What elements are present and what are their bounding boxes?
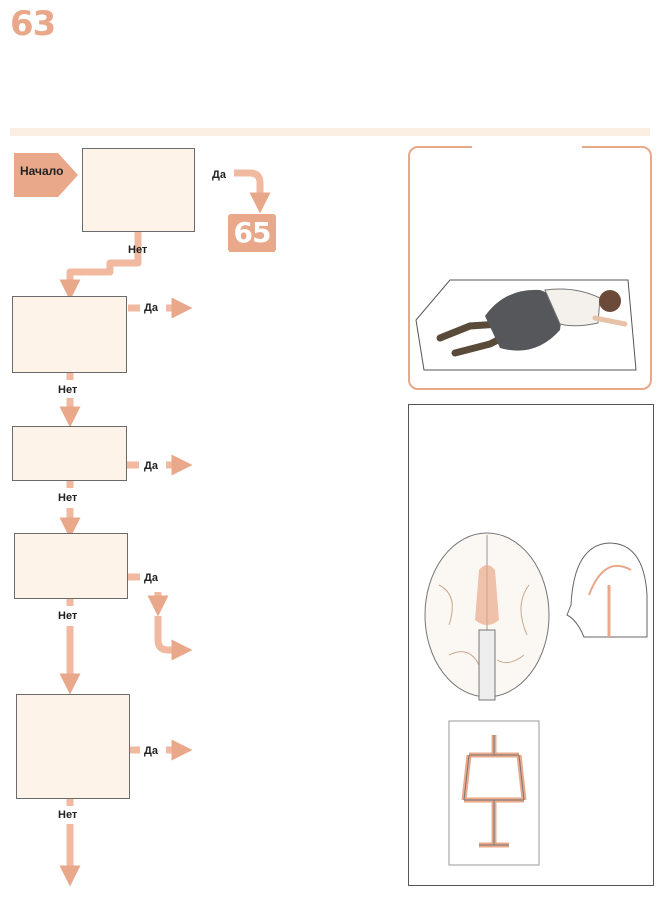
arrow-yes-1 xyxy=(234,169,271,214)
no-label-1: Нет xyxy=(128,244,148,256)
yes-label-1: Да xyxy=(212,169,226,181)
yes-label-2: Да xyxy=(144,302,158,314)
decision-box-5 xyxy=(16,694,130,799)
goto-page-badge: 65 xyxy=(228,214,276,252)
no-label-4: Нет xyxy=(58,610,78,622)
page-number: 63 xyxy=(10,4,56,44)
no-label-5: Нет xyxy=(58,809,78,821)
decision-box-2 xyxy=(12,296,127,373)
decision-box-4 xyxy=(14,533,128,599)
illustration-panel-brain xyxy=(408,404,654,886)
yes-label-3: Да xyxy=(144,460,158,472)
recovery-position-illustration xyxy=(415,279,637,371)
start-badge: Начало xyxy=(14,150,80,205)
yes-label-4: Да xyxy=(144,572,158,584)
no-label-3: Нет xyxy=(58,492,78,504)
decision-box-3 xyxy=(12,426,127,481)
no-label-2: Нет xyxy=(58,384,78,396)
yes-label-5: Да xyxy=(144,745,158,757)
start-label: Начало xyxy=(20,164,64,178)
decision-box-1 xyxy=(82,148,195,232)
start-arrow-shape xyxy=(14,153,78,197)
arrow-no-1 xyxy=(59,230,142,301)
header-rule xyxy=(10,128,650,136)
brain-arteries-illustration xyxy=(424,532,648,866)
illustration-panel-recovery xyxy=(408,145,652,390)
arrow-yes-4c xyxy=(154,616,193,661)
